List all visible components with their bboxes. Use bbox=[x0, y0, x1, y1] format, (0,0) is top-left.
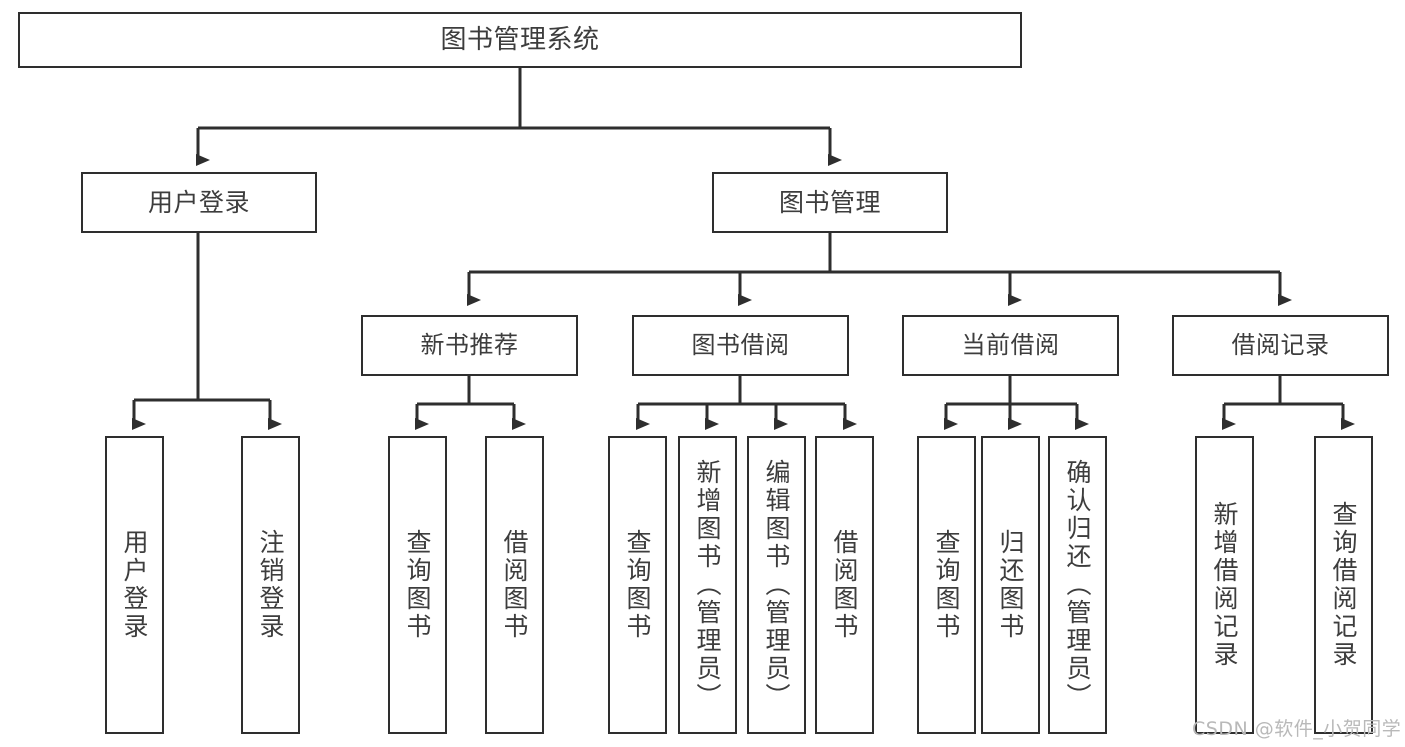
leaf-user-login-login-label: 用户登录 bbox=[120, 529, 149, 641]
node-root[interactable]: 图书管理系统 bbox=[18, 12, 1022, 68]
leaf-recommend-borrow-book-label: 借阅图书 bbox=[500, 529, 529, 641]
node-borrow-record-label: 借阅记录 bbox=[1231, 330, 1330, 359]
leaf-current-query-book[interactable]: 查询图书 bbox=[917, 436, 976, 734]
leaf-borrow-edit-book-label: 编辑图书（管理员） bbox=[762, 459, 791, 711]
node-user-login[interactable]: 用户登录 bbox=[81, 172, 317, 233]
leaf-borrow-borrow-book[interactable]: 借阅图书 bbox=[815, 436, 874, 734]
leaf-current-return-book[interactable]: 归还图书 bbox=[981, 436, 1040, 734]
leaf-recommend-query-book-label: 查询图书 bbox=[403, 529, 432, 641]
node-book-borrow[interactable]: 图书借阅 bbox=[632, 315, 849, 376]
leaf-user-login-login[interactable]: 用户登录 bbox=[105, 436, 164, 734]
leaf-borrow-query-book[interactable]: 查询图书 bbox=[608, 436, 667, 734]
node-new-book-recommend[interactable]: 新书推荐 bbox=[361, 315, 578, 376]
leaf-current-confirm-return-label: 确认归还（管理员） bbox=[1063, 459, 1092, 711]
leaf-borrow-add-book[interactable]: 新增图书（管理员） bbox=[678, 436, 737, 734]
node-user-login-label: 用户登录 bbox=[147, 188, 250, 217]
node-current-borrow[interactable]: 当前借阅 bbox=[902, 315, 1119, 376]
node-current-borrow-label: 当前借阅 bbox=[961, 330, 1060, 359]
node-book-management-label: 图书管理 bbox=[778, 188, 881, 217]
csdn-watermark: CSDN @软件_小贺同学 bbox=[1192, 718, 1402, 740]
leaf-current-query-book-label: 查询图书 bbox=[932, 529, 961, 641]
leaf-record-query-record-label: 查询借阅记录 bbox=[1329, 501, 1358, 669]
leaf-user-login-logout[interactable]: 注销登录 bbox=[241, 436, 300, 734]
leaf-record-query-record[interactable]: 查询借阅记录 bbox=[1314, 436, 1373, 734]
leaf-current-confirm-return[interactable]: 确认归还（管理员） bbox=[1048, 436, 1107, 734]
leaf-record-add-record[interactable]: 新增借阅记录 bbox=[1195, 436, 1254, 734]
leaf-borrow-borrow-book-label: 借阅图书 bbox=[830, 529, 859, 641]
node-book-management[interactable]: 图书管理 bbox=[712, 172, 948, 233]
leaf-record-add-record-label: 新增借阅记录 bbox=[1210, 501, 1239, 669]
leaf-borrow-add-book-label: 新增图书（管理员） bbox=[693, 459, 722, 711]
node-book-borrow-label: 图书借阅 bbox=[691, 330, 790, 359]
leaf-current-return-book-label: 归还图书 bbox=[996, 529, 1025, 641]
leaf-recommend-query-book[interactable]: 查询图书 bbox=[388, 436, 447, 734]
node-borrow-record[interactable]: 借阅记录 bbox=[1172, 315, 1389, 376]
leaf-borrow-edit-book[interactable]: 编辑图书（管理员） bbox=[747, 436, 806, 734]
node-new-book-recommend-label: 新书推荐 bbox=[420, 330, 519, 359]
leaf-borrow-query-book-label: 查询图书 bbox=[623, 529, 652, 641]
leaf-recommend-borrow-book[interactable]: 借阅图书 bbox=[485, 436, 544, 734]
node-root-label: 图书管理系统 bbox=[440, 24, 600, 55]
leaf-user-login-logout-label: 注销登录 bbox=[256, 529, 285, 641]
